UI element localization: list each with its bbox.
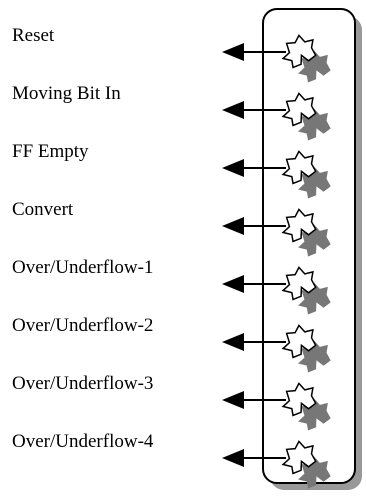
signal-row: Over/Underflow-2 (12, 315, 334, 377)
arrowhead-left-icon (222, 333, 244, 351)
arrowhead-left-icon (222, 43, 244, 61)
signal-label: Convert (12, 199, 74, 220)
signal-row: Convert (12, 199, 334, 261)
arrowhead-left-icon (222, 391, 244, 409)
signal-label: Moving Bit In (12, 83, 121, 104)
arrowhead-left-icon (222, 101, 244, 119)
signal-label: FF Empty (12, 141, 89, 162)
signal-row: Over/Underflow-1 (12, 257, 334, 319)
signal-label: Over/Underflow-4 (12, 431, 154, 452)
signal-label: Reset (12, 25, 55, 46)
signal-label: Over/Underflow-1 (12, 257, 153, 278)
arrowhead-left-icon (222, 217, 244, 235)
signal-label: Over/Underflow-3 (12, 373, 153, 394)
arrowhead-left-icon (222, 275, 244, 293)
signal-row: Reset (12, 25, 334, 87)
signal-row: Moving Bit In (12, 83, 334, 145)
signal-label: Over/Underflow-2 (12, 315, 153, 336)
signal-row: Over/Underflow-3 (12, 373, 334, 435)
signal-row: Over/Underflow-4 (12, 431, 334, 493)
arrowhead-left-icon (222, 159, 244, 177)
signal-row: FF Empty (12, 141, 334, 203)
arrowhead-left-icon (222, 449, 244, 467)
